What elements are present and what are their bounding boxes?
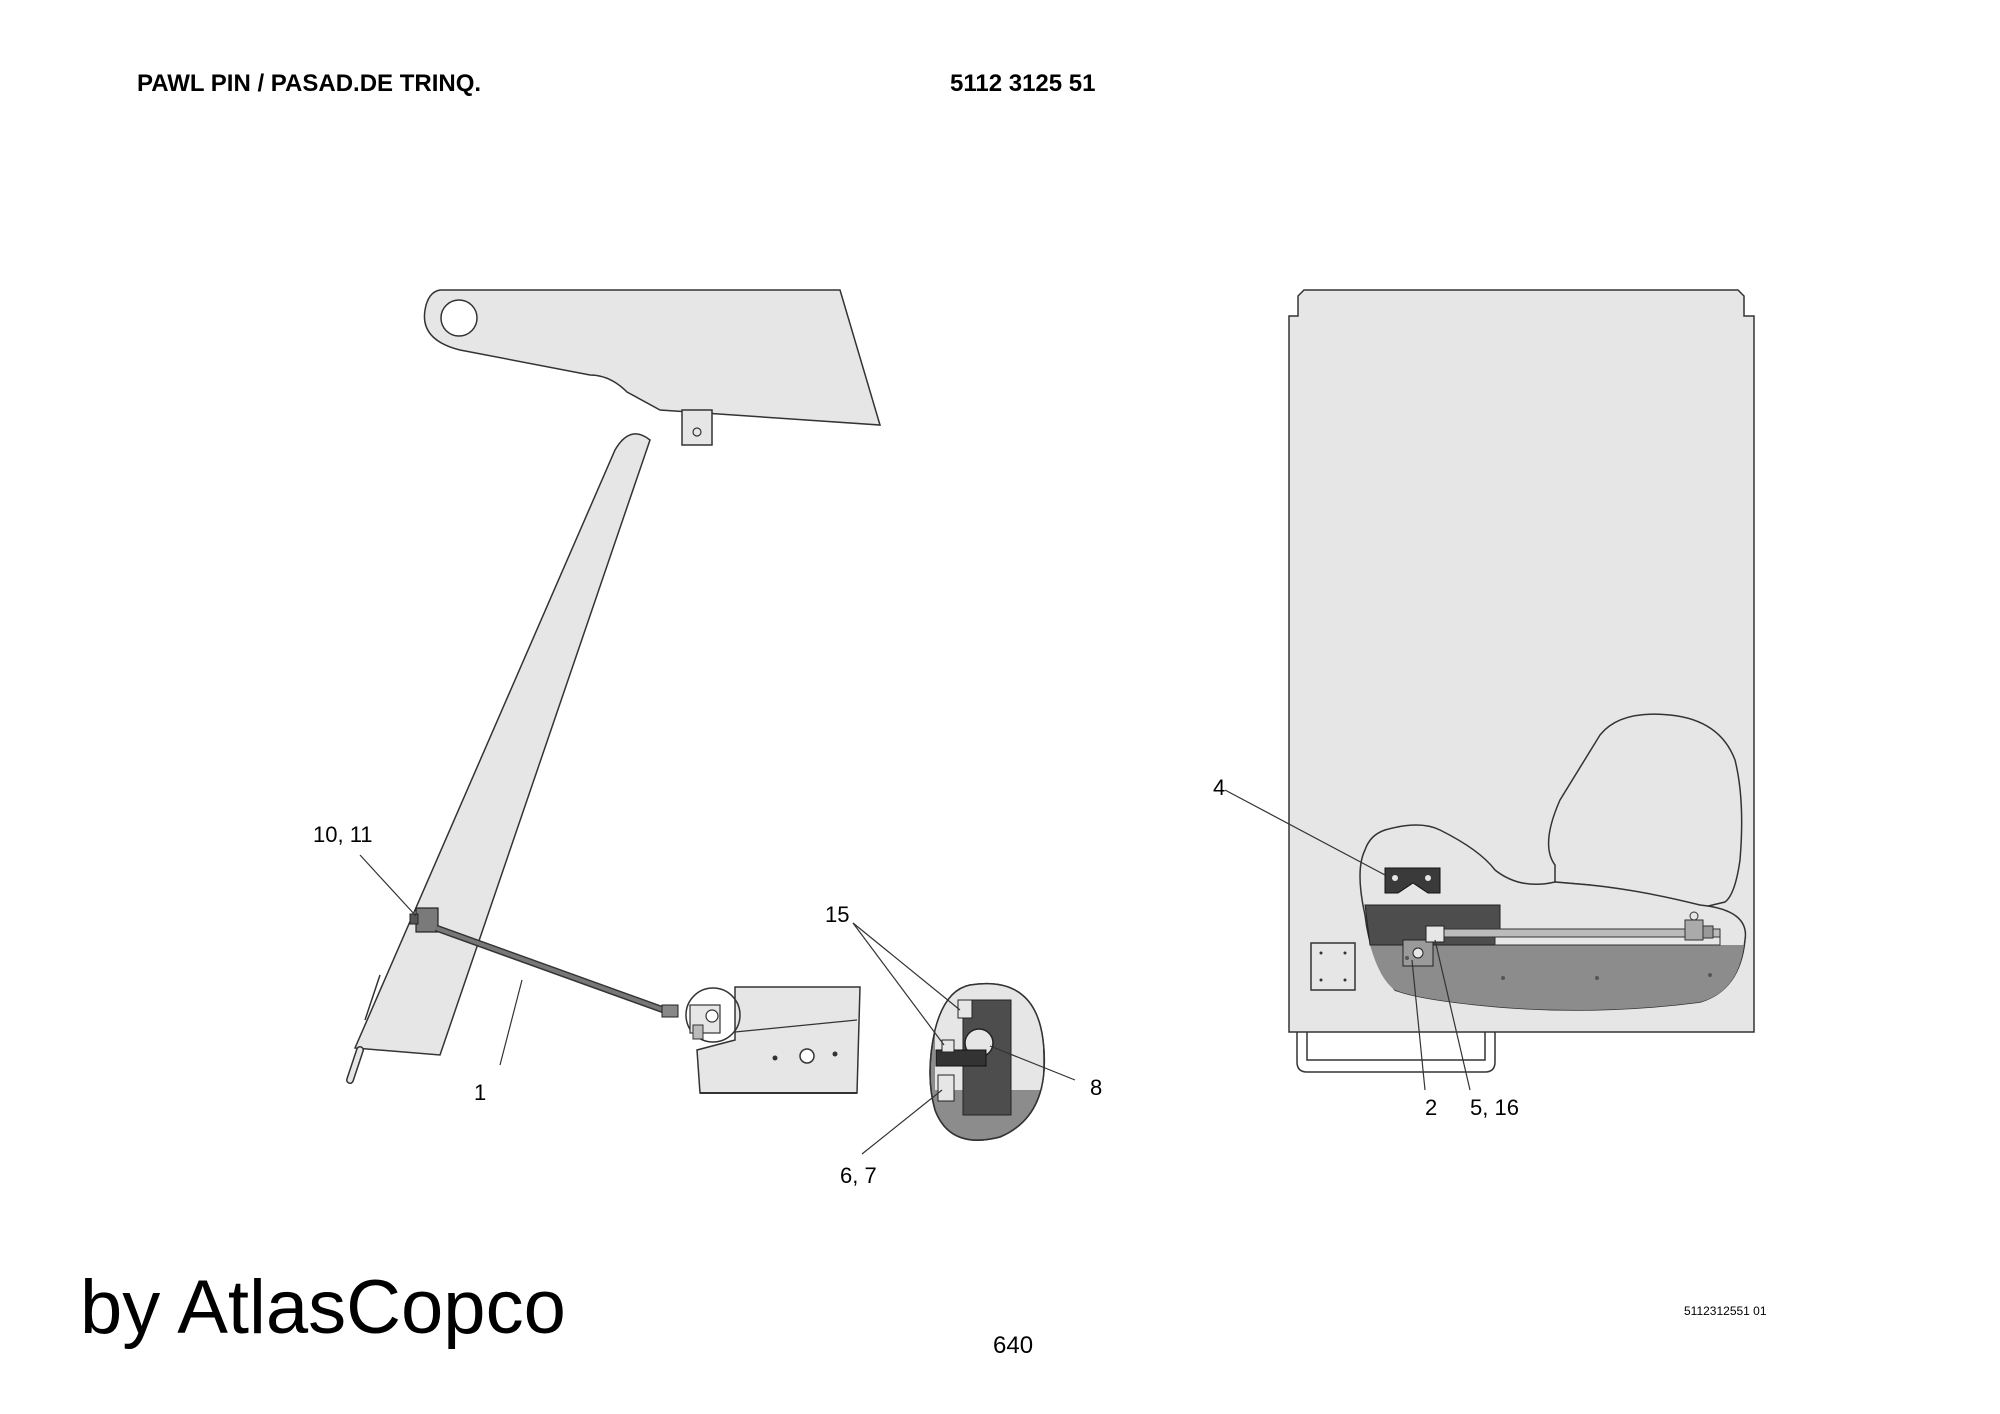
- upper-bracket: [423, 289, 882, 446]
- callout-1: 1: [474, 1080, 486, 1105]
- tube-clamp: [409, 907, 439, 933]
- callout-6-7: 6, 7: [840, 1163, 877, 1188]
- drawing-code: 5112312551 01: [1684, 1304, 1767, 1318]
- part-number: 5112 3125 51: [950, 70, 1096, 97]
- page-title: PAWL PIN / PASAD.DE TRINQ.: [137, 70, 482, 97]
- callout-5-16: 5, 16: [1470, 1095, 1519, 1120]
- cutaway-detail-right: [1359, 824, 1747, 1011]
- cutaway-detail-left: [929, 983, 1046, 1141]
- callout-15: 15: [825, 902, 849, 927]
- callout-2: 2: [1425, 1095, 1437, 1120]
- leader-lines-left: [359, 854, 1076, 1155]
- seat-backrest-outline: [1547, 713, 1743, 909]
- brand-watermark: by AtlasCopco: [80, 1265, 566, 1350]
- page-number: 640: [993, 1332, 1034, 1359]
- lower-bracket-plate: [685, 986, 861, 1094]
- pawl-cable: [434, 924, 679, 1018]
- callout-10-11: 10, 11: [313, 822, 373, 847]
- boom-tube: [346, 433, 651, 1084]
- callout-4: 4: [1213, 775, 1225, 800]
- leader-lines-right: [1224, 789, 1471, 1091]
- callout-8: 8: [1090, 1075, 1102, 1100]
